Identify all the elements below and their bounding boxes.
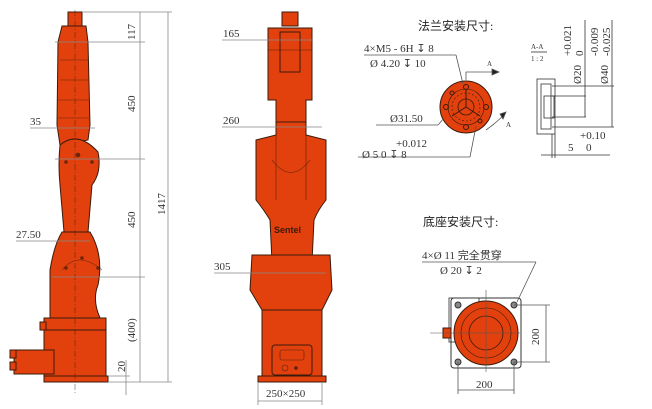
flange-pin-spec: Ø 5 0 ↧ 8	[362, 149, 407, 161]
base-depth-200: 200	[530, 328, 542, 346]
front-view-robot	[249, 11, 333, 383]
dim-arm-width-27-50: 27.50	[16, 229, 41, 241]
base-title: 底座安装尺寸:	[423, 215, 499, 229]
depth-tol-lower: 0	[586, 142, 592, 154]
dim-footprint-250x250: 250×250	[266, 388, 306, 400]
base-hole-spec: 4×Ø 11 完全贯穿	[422, 250, 502, 262]
dim-total-1417: 1417	[156, 193, 168, 215]
d20-diameter: Ø20	[572, 65, 584, 84]
dim-arm-width-35: 35	[30, 116, 41, 128]
flange-drill-spec: Ø 4.20 ↧ 10	[370, 58, 426, 70]
side-view-robot	[9, 11, 109, 383]
base-width-200: 200	[476, 379, 493, 391]
flange-thread-spec: 4×M5 - 6H ↧ 8	[364, 43, 434, 55]
d40-tol-lower: -0.025	[601, 27, 613, 56]
section-label: A-A	[531, 43, 544, 51]
d40-tol-upper: -0.009	[589, 27, 601, 56]
flange-pcd: Ø31.50	[390, 113, 423, 125]
depth-value: 5	[568, 142, 574, 154]
flange-drawing	[439, 80, 493, 134]
flange-title: 法兰安装尺寸:	[418, 19, 494, 33]
dim-wrist-117: 117	[126, 23, 138, 40]
dim-base-plate-20: 20	[116, 361, 128, 372]
depth-tolerance: +0.10	[580, 130, 606, 142]
flange-pin-tolerance: +0.012	[396, 138, 427, 150]
d40-diameter: Ø40	[599, 65, 611, 84]
section-marker-a-side: A	[506, 121, 512, 129]
dim-shoulder-width-260: 260	[223, 115, 240, 127]
dim-upper-arm-450: 450	[126, 95, 138, 113]
section-scale: 1 : 2	[531, 55, 544, 63]
base-drawing	[430, 290, 522, 372]
d20-tol-lower: 0	[574, 50, 586, 57]
dim-base-width-305: 305	[214, 261, 231, 273]
front-view-dimensions	[214, 39, 326, 405]
dim-wrist-width-165: 165	[223, 28, 240, 40]
side-view-dimensions	[16, 11, 172, 395]
dim-base-height-400: (400)	[126, 318, 138, 342]
brand-logo: Sentel	[274, 225, 301, 235]
flange-section-aa	[531, 20, 614, 158]
base-counterbore-spec: Ø 20 ↧ 2	[440, 265, 482, 277]
d20-tol-upper: +0.021	[562, 25, 574, 56]
section-marker-a-top: A	[487, 60, 493, 68]
dim-lower-arm-450: 450	[126, 211, 138, 229]
